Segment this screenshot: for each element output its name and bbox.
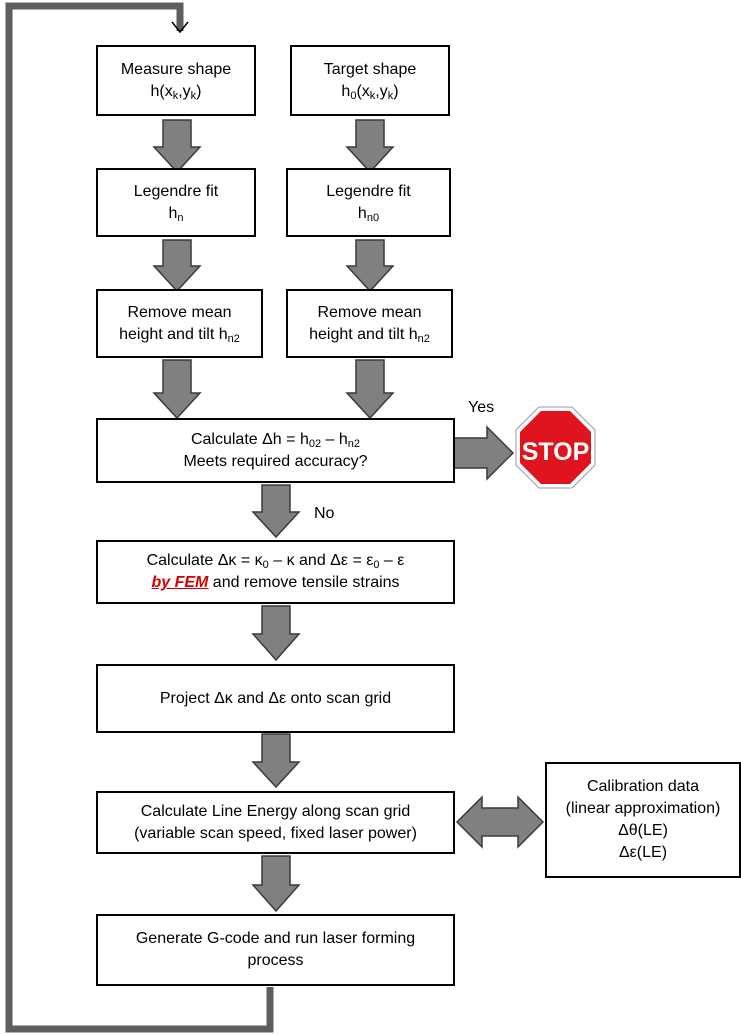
gcode-line1: Generate G-code and run laser forming	[135, 930, 416, 947]
gcode-box: Generate G-code and run laser forming pr…	[96, 914, 455, 986]
arrow-double-calibration	[455, 795, 545, 849]
measure-shape-formula: h(xk,yk)	[150, 82, 202, 102]
measure-shape-box: Measure shape h(xk,yk)	[96, 45, 256, 116]
arrow-calc-to-kappa	[251, 484, 301, 539]
legendre-fit-left-box: Legendre fit hn	[96, 168, 256, 237]
target-shape-title: Target shape	[323, 60, 417, 78]
calibration-title: Calibration data	[586, 778, 700, 795]
legendre-fit-right-box: Legendre fit hn0	[286, 168, 451, 237]
project-text: Project Δκ and Δε onto scan grid	[159, 689, 392, 707]
measure-shape-title: Measure shape	[120, 60, 232, 78]
calibration-subtitle: (linear approximation)	[565, 800, 721, 817]
remove-mean-right-box: Remove mean height and tilt hn2	[286, 289, 453, 358]
legendre-fit-left-formula: hn	[168, 204, 184, 224]
feedback-loop-line	[5, 2, 274, 1033]
calculate-dh-box: Calculate Δh = h02 – hn2 Meets required …	[96, 418, 455, 483]
calculate-dh-question: Meets required accuracy?	[183, 452, 368, 470]
yes-label: Yes	[468, 399, 495, 416]
feedback-loop-arrowhead	[171, 21, 189, 34]
no-label: No	[314, 505, 335, 522]
arrow-legendre-to-remove-left	[152, 239, 202, 293]
legendre-fit-right-formula: hn0	[357, 204, 380, 224]
arrow-target-to-legendre	[345, 119, 395, 174]
arrow-line-energy-to-gcode	[251, 855, 301, 913]
arrow-to-stop	[453, 425, 515, 481]
calculate-dk-formula: Calculate Δκ = κ0 – κ and Δε = ε0 – ε	[146, 552, 405, 571]
calibration-theta: Δθ(LE)	[618, 822, 668, 839]
calculate-dh-formula: Calculate Δh = h02 – hn2	[190, 430, 361, 450]
remove-mean-left-box: Remove mean height and tilt hn2	[96, 289, 263, 358]
remove-mean-right-line1: Remove mean	[317, 303, 422, 321]
remove-mean-left-line2: height and tilt hn2	[119, 325, 240, 345]
calibration-epsilon: Δε(LE)	[618, 844, 668, 861]
arrow-project-to-line-energy	[251, 733, 301, 789]
gcode-line2: process	[247, 952, 304, 969]
by-fem-link[interactable]: by FEM	[151, 574, 209, 591]
calibration-data-box: Calibration data (linear approximation) …	[545, 762, 741, 878]
project-box: Project Δκ and Δε onto scan grid	[96, 664, 455, 733]
arrow-legendre-to-remove-right	[345, 239, 395, 293]
legendre-fit-left-title: Legendre fit	[133, 182, 219, 200]
remove-mean-right-line2: height and tilt hn2	[309, 325, 430, 345]
arrow-remove-right-to-calc	[345, 359, 395, 420]
remove-mean-left-line1: Remove mean	[127, 303, 232, 321]
line-energy-box: Calculate Line Energy along scan grid (v…	[96, 791, 455, 854]
stop-sign-icon: STOP	[515, 406, 596, 489]
target-shape-formula: h0(xk,yk)	[341, 82, 399, 102]
legendre-fit-right-title: Legendre fit	[326, 182, 411, 200]
stop-sign-text: STOP	[522, 438, 590, 466]
target-shape-box: Target shape h0(xk,yk)	[290, 45, 450, 116]
arrow-measure-to-legendre	[152, 119, 202, 174]
arrow-remove-left-to-calc	[152, 359, 202, 420]
line-energy-line2: (variable scan speed, fixed laser power)	[134, 824, 417, 842]
arrow-kappa-to-project	[251, 605, 301, 662]
line-energy-line1: Calculate Line Energy along scan grid	[140, 802, 411, 820]
calculate-dk-box: Calculate Δκ = κ0 – κ and Δε = ε0 – ε by…	[96, 540, 455, 604]
calculate-dk-method: by FEM and remove tensile strains	[151, 574, 400, 591]
